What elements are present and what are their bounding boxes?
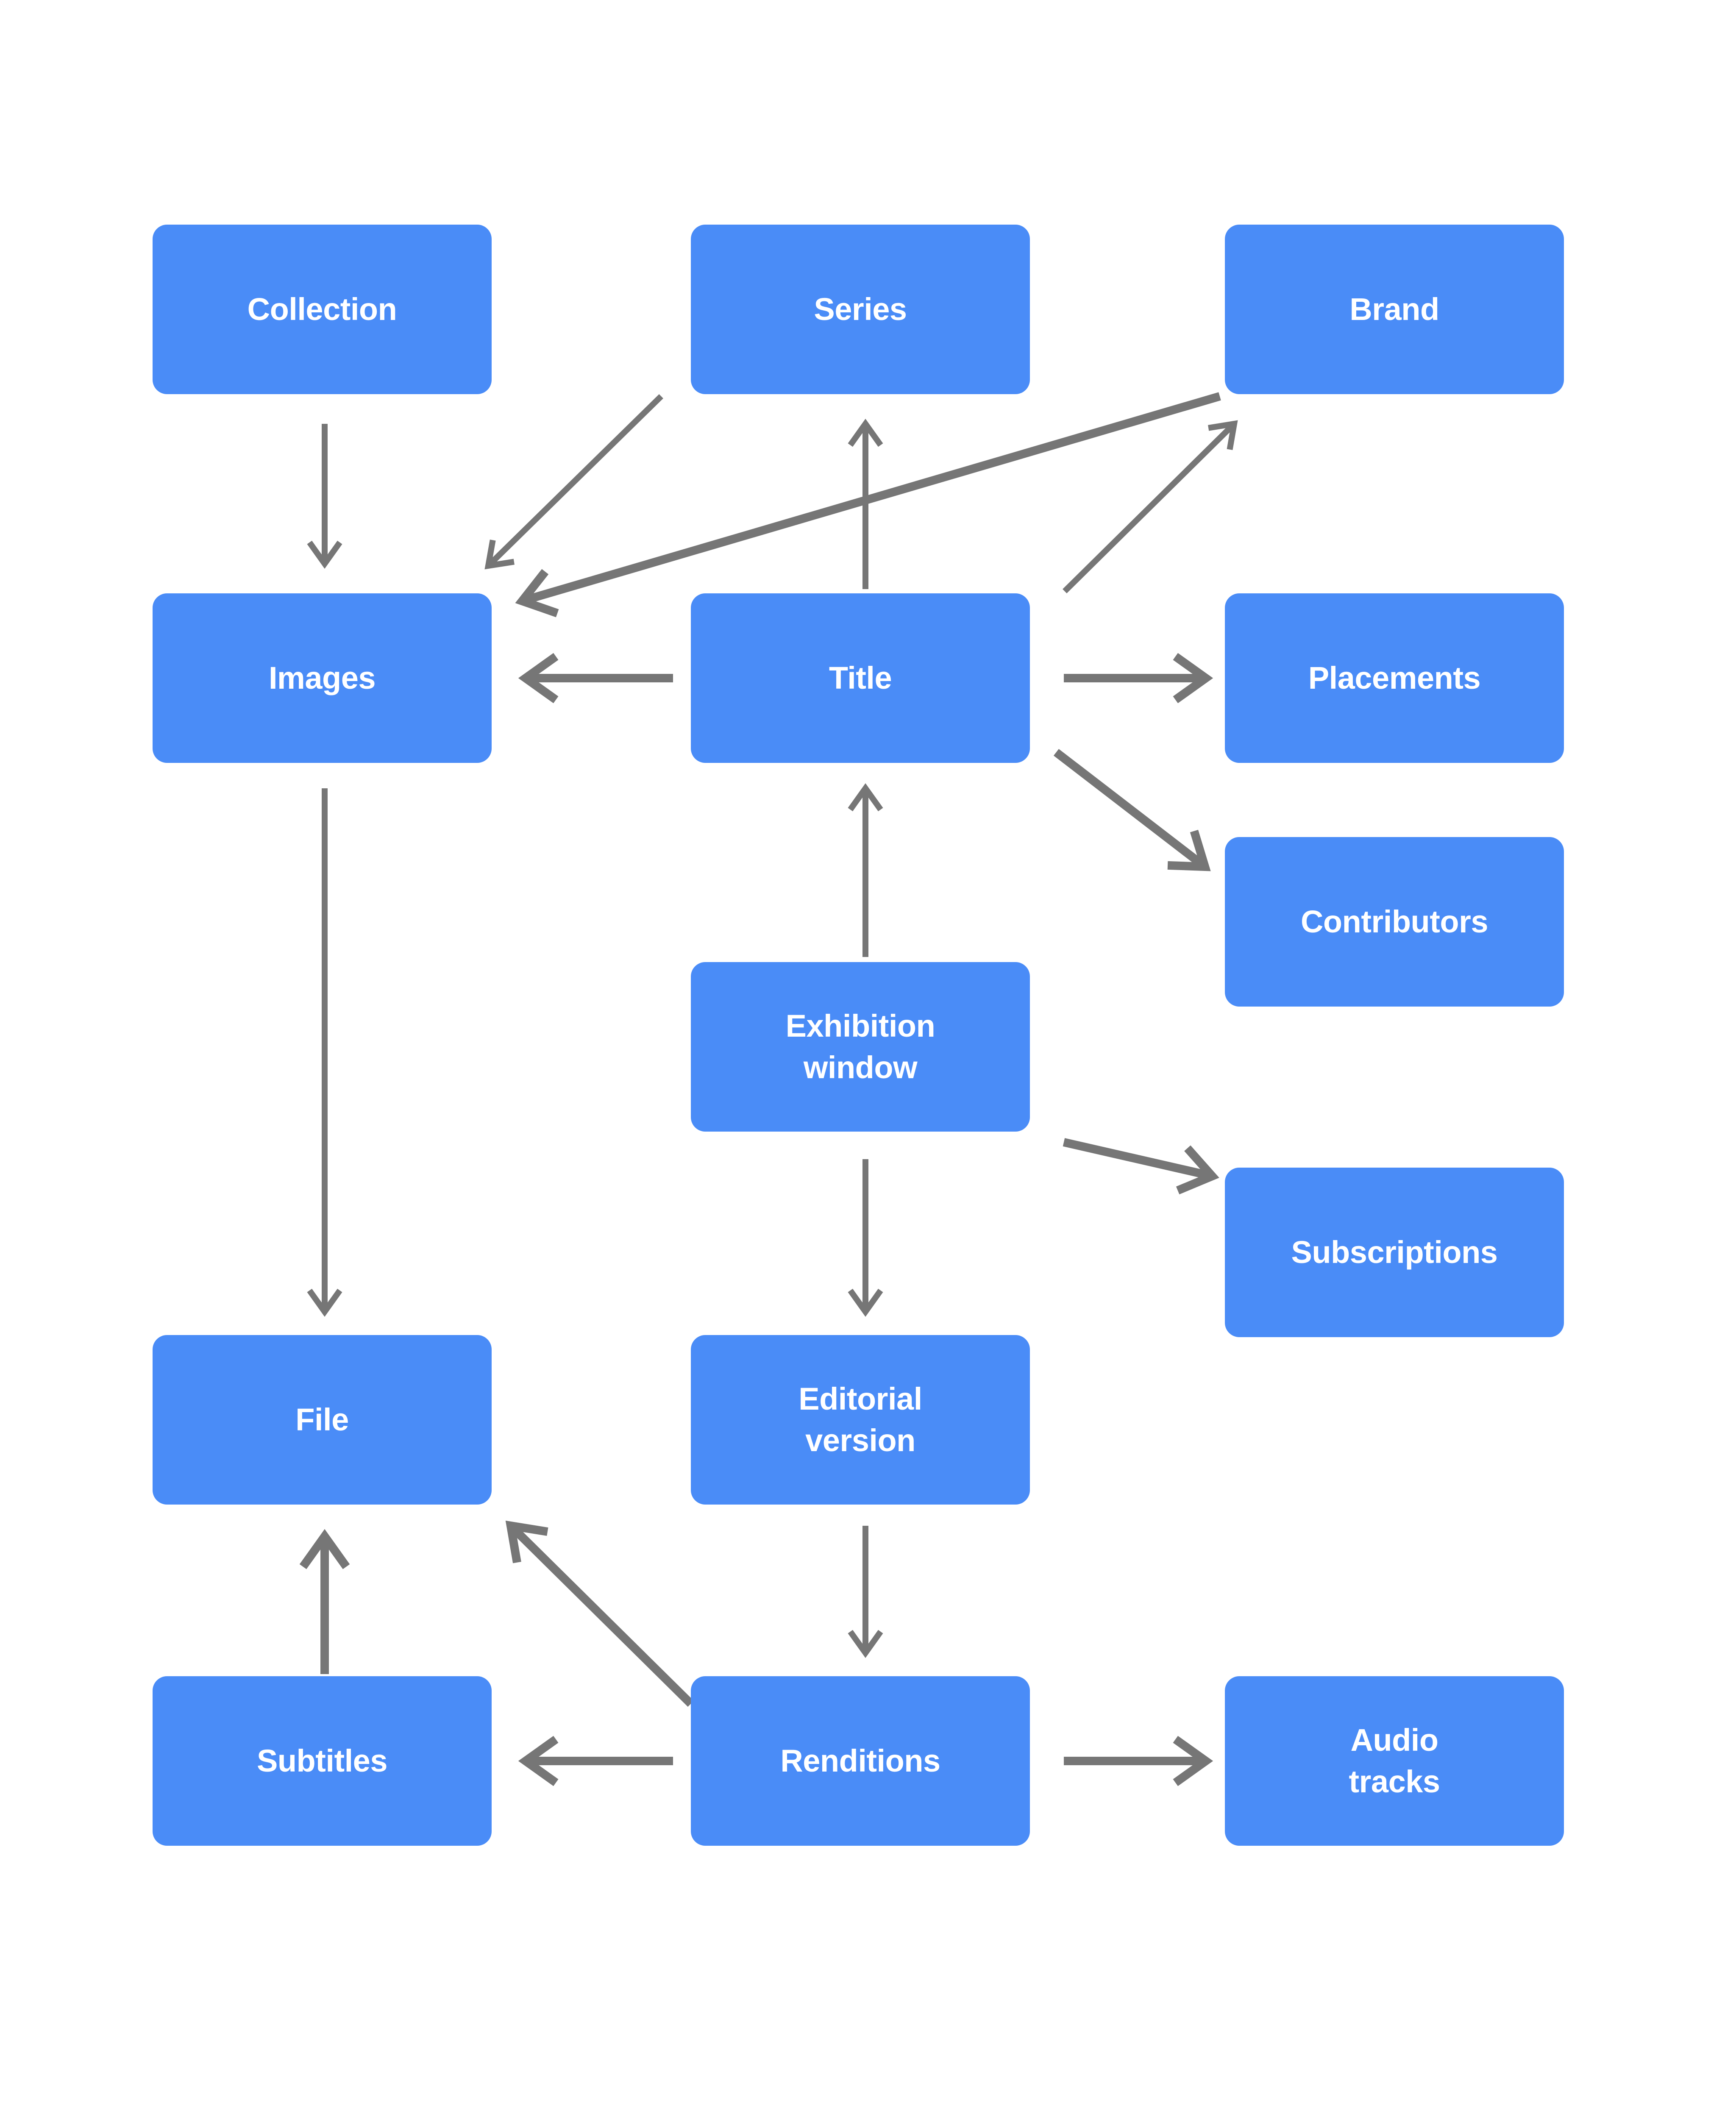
edge-arrowhead-icon — [1173, 653, 1213, 704]
edge-line — [486, 394, 663, 568]
edge-exhibition-window-to-subscriptions — [1063, 1138, 1219, 1195]
edge-line — [507, 1522, 694, 1707]
node-images[interactable]: Images — [153, 593, 492, 763]
edge-title-to-images — [518, 653, 673, 704]
edge-editorial-to-renditions — [848, 1526, 883, 1658]
node-label: Subtitles — [257, 1743, 387, 1779]
edge-renditions-to-file — [505, 1520, 694, 1707]
edge-arrowhead-icon — [1167, 829, 1211, 871]
node-subtitles[interactable]: Subtitles — [153, 1676, 492, 1846]
edge-arrowhead-icon — [848, 418, 883, 447]
edge-brand-to-images — [515, 392, 1221, 618]
edge-images-to-file — [307, 788, 342, 1317]
node-label: Collection — [247, 292, 397, 327]
node-label: Series — [814, 292, 907, 327]
edge-arrowhead-icon — [307, 540, 342, 569]
edge-line — [1063, 422, 1236, 593]
edge-arrowhead-icon — [505, 1520, 548, 1563]
node-placements[interactable]: Placements — [1225, 593, 1564, 763]
edge-arrowhead-icon — [299, 1529, 350, 1569]
node-audio-tracks[interactable]: Audio tracks — [1225, 1676, 1564, 1846]
edge-title-to-brand — [1063, 420, 1238, 593]
edge-arrowhead-icon — [484, 540, 515, 570]
edge-arrowhead-icon — [307, 1288, 342, 1317]
node-subscriptions[interactable]: Subscriptions — [1225, 1168, 1564, 1337]
node-renditions[interactable]: Renditions — [691, 1676, 1030, 1846]
node-label: Contributors — [1300, 904, 1488, 940]
edge-arrowhead-icon — [518, 653, 559, 704]
node-label: File — [295, 1402, 349, 1438]
node-label: Subscriptions — [1291, 1235, 1498, 1270]
edge-arrowhead-icon — [1176, 1145, 1219, 1195]
edge-line — [521, 392, 1221, 605]
edge-arrowhead-icon — [848, 1288, 883, 1317]
node-label: Exhibition window — [785, 1008, 935, 1085]
edge-line — [1053, 749, 1208, 870]
edge-exhibition-window-to-editorial — [848, 1159, 883, 1317]
edge-line — [1063, 1138, 1213, 1180]
node-exhibition-window[interactable]: Exhibition window — [691, 962, 1030, 1132]
edge-title-to-series — [848, 418, 883, 589]
edge-arrowhead-icon — [1208, 420, 1238, 450]
node-label: Audio tracks — [1349, 1722, 1440, 1799]
node-contributors[interactable]: Contributors — [1225, 837, 1564, 1007]
node-title[interactable]: Title — [691, 593, 1030, 763]
edge-arrowhead-icon — [848, 1630, 883, 1658]
node-label: Renditions — [780, 1743, 940, 1779]
edge-arrowhead-icon — [518, 1736, 559, 1786]
edge-arrowhead-icon — [1173, 1736, 1213, 1786]
node-file[interactable]: File — [153, 1335, 492, 1505]
node-brand[interactable]: Brand — [1225, 225, 1564, 394]
node-label: Brand — [1349, 292, 1439, 327]
node-label: Editorial version — [798, 1381, 922, 1458]
edge-renditions-to-subtitles — [518, 1736, 673, 1786]
node-editorial-version[interactable]: Editorial version — [691, 1335, 1030, 1505]
node-series[interactable]: Series — [691, 225, 1030, 394]
node-label: Title — [829, 660, 892, 696]
edge-exhibition-window-to-title — [848, 783, 883, 957]
node-label: Images — [268, 660, 376, 696]
edge-title-to-contributors — [1053, 749, 1211, 871]
node-collection[interactable]: Collection — [153, 225, 492, 394]
edge-renditions-to-audio-tracks — [1064, 1736, 1213, 1786]
edge-title-to-placements — [1064, 653, 1213, 704]
edge-subtitles-to-file — [299, 1529, 350, 1674]
edge-series-to-images — [484, 394, 663, 570]
edge-collection-to-images — [307, 424, 342, 569]
edge-arrowhead-icon — [515, 569, 559, 618]
edge-arrowhead-icon — [848, 783, 883, 812]
node-label: Placements — [1308, 660, 1481, 696]
